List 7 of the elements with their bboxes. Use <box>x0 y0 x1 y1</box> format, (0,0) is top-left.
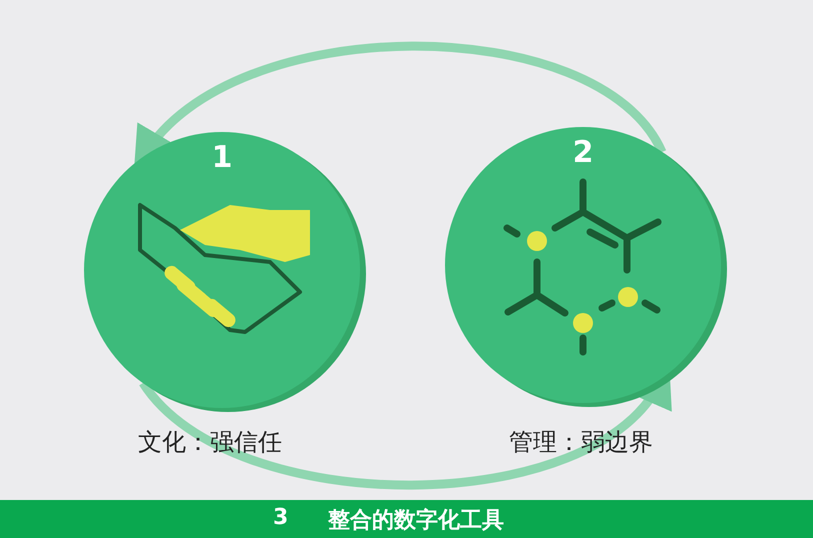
caption-text: 文化：强信任 <box>138 427 282 458</box>
title-text: 整合的数字化工具 <box>328 506 504 535</box>
step-number: 1 <box>210 140 234 175</box>
caption-text: 管理：弱边界 <box>509 427 653 458</box>
step-number: 2 <box>572 135 594 170</box>
title-band <box>0 500 813 538</box>
step-number: 3 <box>273 505 288 530</box>
